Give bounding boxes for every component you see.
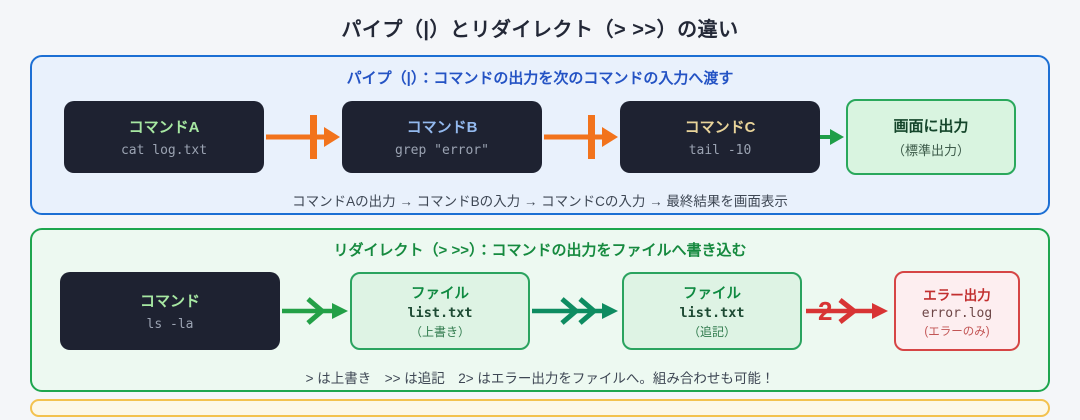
- command-c-label: コマンドC: [684, 119, 756, 136]
- file-box-append: ファイル list.txt （追記）: [622, 272, 802, 350]
- pipe-arrow-icon: [542, 109, 620, 165]
- command-code: ls -la: [146, 317, 194, 332]
- pipe-flow-row: コマンドA cat log.txt コマンドB grep "error": [64, 99, 1016, 175]
- redirect-section-header: リダイレクト（> >>）：コマンドの出力をファイルへ書き込む: [333, 242, 747, 259]
- error-output-title: エラー出力: [923, 287, 991, 303]
- overwrite-arrow-icon: [280, 289, 350, 333]
- screen-output-subtitle: （標準出力）: [891, 143, 970, 158]
- amber-panel: [30, 399, 1050, 417]
- append-arrow-icon: [530, 289, 622, 333]
- screen-output-title: 画面に出力: [893, 118, 969, 135]
- pipe-caption: コマンドAの出力 → コマンドBの入力 → コマンドCの入力 → 最終結果を画面…: [292, 194, 788, 209]
- page-title: パイプ（|）とリダイレクト（> >>）の違い: [341, 19, 739, 41]
- command-node: コマンド ls -la: [60, 272, 280, 350]
- file-append-title: ファイル: [683, 286, 741, 302]
- redirect-section: リダイレクト（> >>）：コマンドの出力をファイルへ書き込む コマンド ls -…: [30, 228, 1050, 392]
- stderr-arrow-label: 2: [818, 296, 832, 326]
- file-overwrite-title: ファイル: [411, 286, 469, 302]
- file-append-name: list.txt: [679, 305, 745, 321]
- redirect-caption: > は上書き >> は追記 2> はエラー出力をファイルへ。組み合わせも可能！: [305, 371, 775, 386]
- command-b-code: grep "error": [395, 143, 489, 158]
- error-output-name: error.log: [921, 305, 993, 321]
- stdout-arrow-icon: [820, 124, 846, 150]
- command-b-label: コマンドB: [406, 119, 478, 136]
- error-output-mode: (エラーのみ): [924, 325, 990, 338]
- pipe-arrow-icon: [264, 109, 342, 165]
- stderr-arrow-icon: 2: [802, 289, 894, 333]
- file-append-mode: （追記）: [687, 325, 736, 339]
- pipe-section-header: パイプ（|）：コマンドの出力を次のコマンドの入力へ渡す: [346, 70, 734, 87]
- command-a-label: コマンドA: [128, 119, 200, 136]
- screen-output-box: 画面に出力 （標準出力）: [846, 99, 1016, 175]
- command-label: コマンド: [139, 293, 200, 310]
- command-c-node: コマンドC tail -10: [620, 101, 820, 173]
- command-b-node: コマンドB grep "error": [342, 101, 542, 173]
- file-overwrite-name: list.txt: [407, 305, 473, 321]
- error-output-box: エラー出力 error.log (エラーのみ): [894, 271, 1020, 351]
- redirect-flow-row: コマンド ls -la ファイル list.txt （上書き）: [60, 271, 1020, 351]
- file-box-overwrite: ファイル list.txt （上書き）: [350, 272, 530, 350]
- command-a-code: cat log.txt: [120, 143, 208, 158]
- command-a-node: コマンドA cat log.txt: [64, 101, 264, 173]
- pipe-section: パイプ（|）：コマンドの出力を次のコマンドの入力へ渡す コマンドA cat lo…: [30, 55, 1050, 215]
- command-c-code: tail -10: [688, 143, 752, 158]
- file-overwrite-mode: （上書き）: [409, 325, 470, 339]
